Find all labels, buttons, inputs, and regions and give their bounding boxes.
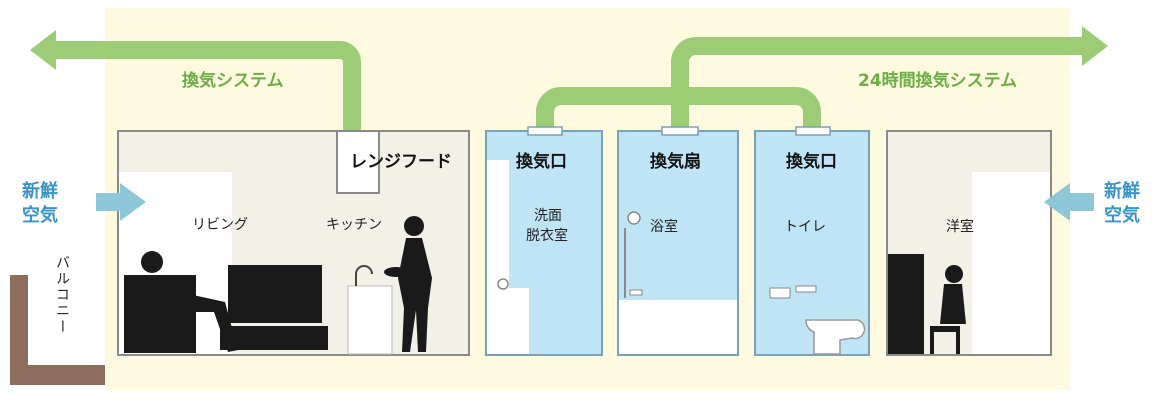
western-room-door — [972, 172, 1050, 354]
person-sitting-head — [141, 251, 163, 273]
fresh-air-left-line-2: 空気 — [22, 205, 58, 226]
person-cooking-head — [404, 216, 424, 236]
toilet-room — [754, 130, 870, 356]
chair-icon — [930, 326, 960, 354]
toilet-icon — [805, 319, 866, 355]
bath-faucet-icon — [629, 289, 643, 296]
fresh-air-left-line-1: 新鮮 — [22, 181, 58, 202]
washroom-vanity — [487, 288, 529, 354]
kitchen-counter-icon — [347, 285, 393, 355]
person-sitting-legs — [170, 290, 238, 352]
range-hood-label: レンジフード — [350, 152, 452, 172]
person-cooking-body — [398, 238, 432, 352]
fresh-air-arrow-right — [1044, 183, 1094, 221]
vent-fan-label: 換気扇 — [650, 152, 701, 172]
western-room-label: 洋室 — [946, 219, 974, 235]
washroom-label-2: 脱衣室 — [526, 228, 568, 244]
bathroom-label: 浴室 — [650, 219, 678, 235]
range-hood-duct — [52, 41, 361, 130]
exhaust-arrow-left — [30, 30, 56, 70]
child-body — [940, 284, 966, 324]
range-hood-box — [336, 130, 380, 194]
sofa-icon — [124, 275, 196, 353]
tv-stand-icon — [220, 326, 328, 350]
ventilation-system-label: 換気システム — [182, 71, 284, 91]
faucet-icon — [355, 265, 373, 286]
washroom-label-1: 洗面 — [534, 208, 562, 224]
kitchen-label: キッチン — [326, 217, 382, 233]
vent-grille-bathroom — [661, 126, 699, 136]
balcony-wall — [10, 275, 28, 385]
vent-grille-toilet — [795, 126, 831, 136]
frying-pan-icon — [384, 267, 408, 277]
fresh-air-arrow-left — [96, 183, 146, 221]
tv-icon — [228, 265, 322, 323]
bathtub — [619, 300, 737, 354]
washbasin-faucet-icon — [497, 278, 509, 290]
toilet-label: トイレ — [784, 219, 826, 235]
toilet-paper-holder-icon — [769, 287, 791, 299]
fresh-air-right-label: 新鮮 空気 — [1104, 180, 1140, 228]
living-label: リビング — [192, 217, 248, 233]
exhaust-arrow-right — [1082, 26, 1108, 66]
piano-icon — [888, 254, 924, 354]
24h-main-duct — [671, 37, 1086, 130]
vent-inlet-1-label: 換気口 — [516, 152, 567, 172]
washroom-duct — [536, 87, 821, 130]
24h-ventilation-system-label: 24時間換気システム — [858, 71, 1018, 91]
fresh-air-right-line-1: 新鮮 — [1104, 181, 1140, 202]
balcony-floor — [10, 365, 105, 385]
shower-head-icon — [627, 211, 641, 225]
toilet-remote-icon — [795, 285, 817, 293]
fresh-air-left-label: 新鮮 空気 — [22, 180, 58, 228]
vent-grille-washroom — [527, 126, 563, 136]
fresh-air-right-line-2: 空気 — [1104, 205, 1140, 226]
child-head — [945, 265, 963, 283]
balcony-label: バルコニー — [54, 255, 70, 335]
vent-inlet-2-label: 換気口 — [786, 152, 837, 172]
